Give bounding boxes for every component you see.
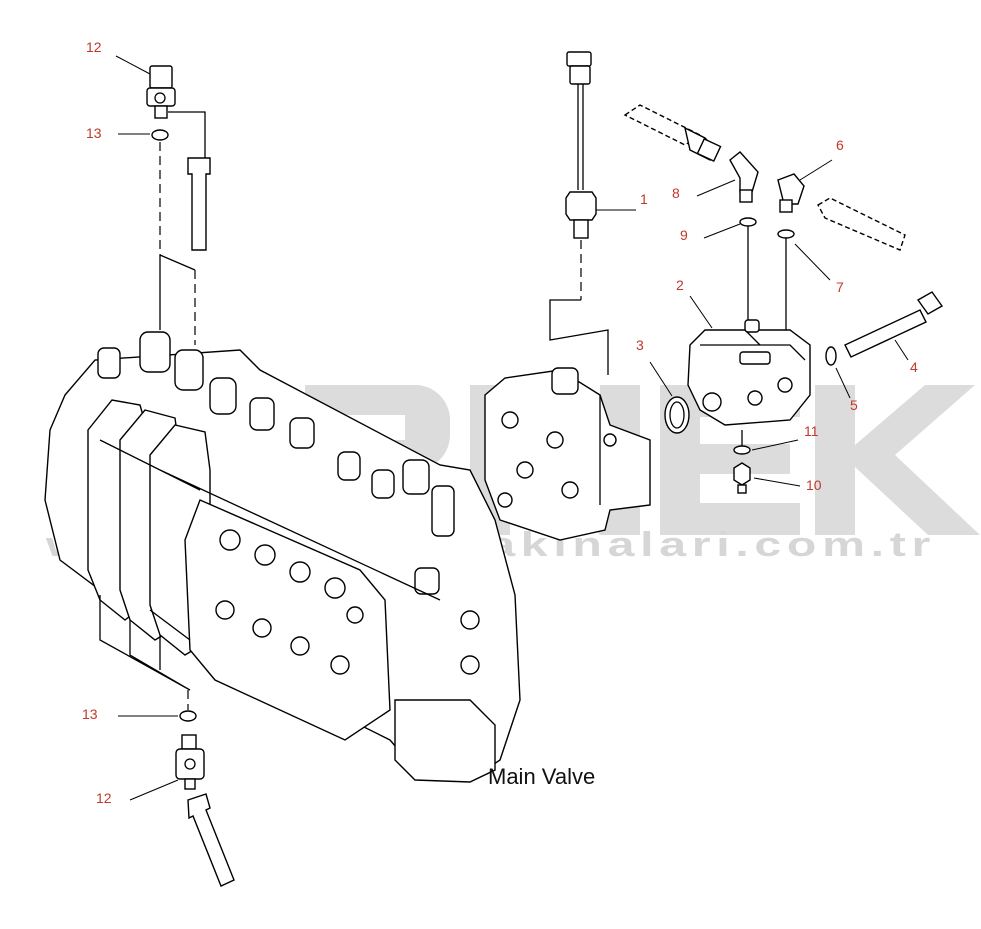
o-ring-9 [739, 217, 757, 227]
callout-1: 1 [640, 191, 648, 207]
callout-6: 6 [836, 137, 844, 153]
callout-4: 4 [910, 359, 918, 375]
washer-5 [825, 346, 837, 366]
spool-caps [97, 331, 455, 595]
bolt-4 [844, 291, 944, 358]
pressure-switch-lower [175, 690, 235, 887]
callout-13-upper: 13 [86, 125, 102, 141]
callout-13-lower: 13 [82, 706, 98, 722]
plug-10 [733, 462, 751, 486]
main-valve-body [44, 331, 521, 783]
port-bosses [215, 529, 480, 675]
callout-7: 7 [836, 279, 844, 295]
pressure-sensor [549, 51, 609, 375]
callout-11: 11 [804, 423, 819, 439]
callout-2: 2 [676, 277, 684, 293]
callout-9: 9 [680, 227, 688, 243]
callout-10: 10 [806, 477, 822, 493]
o-ring-11 [733, 445, 751, 455]
callouts: 12 13 13 12 1 2 3 4 5 6 7 8 9 10 11 [82, 39, 918, 806]
o-ring-3 [664, 396, 690, 434]
hose-fittings [623, 104, 906, 251]
callout-12-lower: 12 [96, 790, 112, 806]
valve-side-block [484, 367, 651, 541]
o-ring-7 [777, 229, 795, 239]
pressure-switch-upper [146, 65, 211, 345]
diagram-caption: Main Valve [488, 764, 595, 789]
adapter-block [687, 319, 811, 426]
callout-3: 3 [636, 337, 644, 353]
callout-12-upper: 12 [86, 39, 102, 55]
callout-5: 5 [850, 397, 858, 413]
callout-8: 8 [672, 185, 680, 201]
